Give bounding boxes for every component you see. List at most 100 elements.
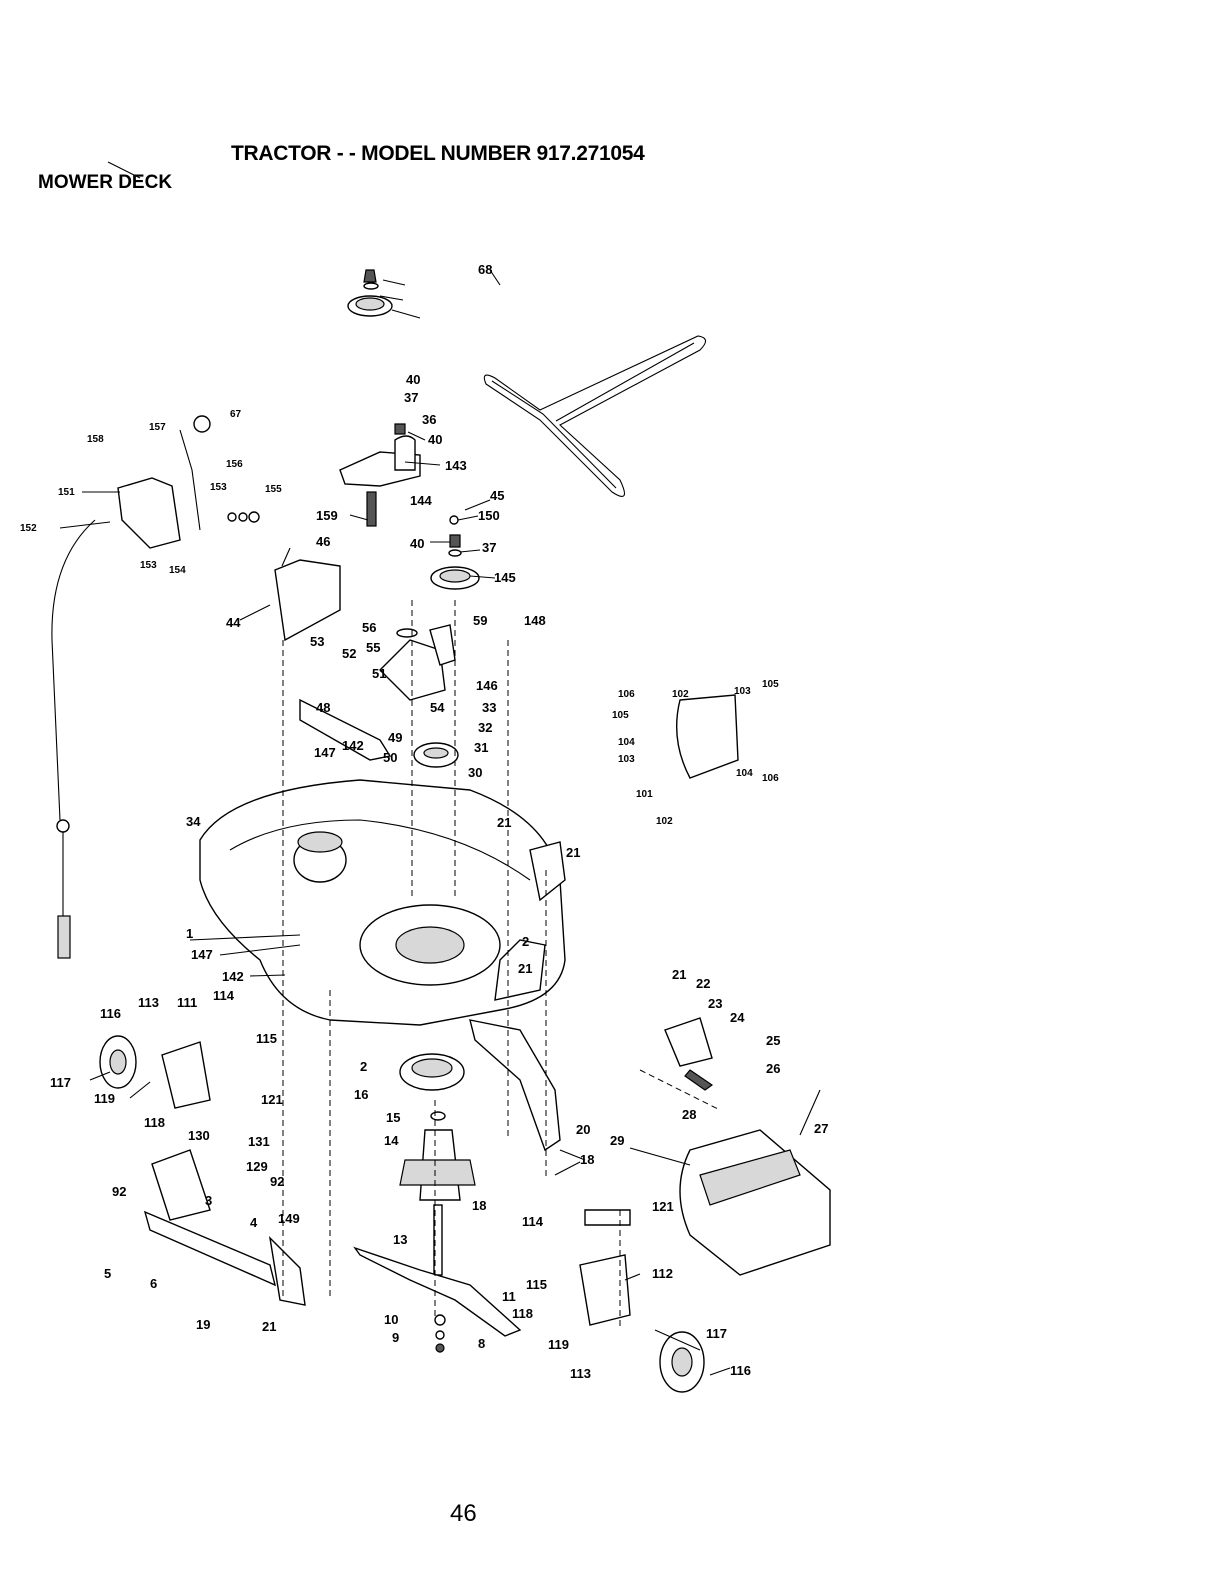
callout-54: 54 [430,700,445,715]
callout-155: 155 [265,484,282,495]
callout-116: 116 [730,1363,751,1378]
callout-52: 52 [342,646,356,661]
spindle-blade-assembly [353,1053,522,1353]
callout-16: 16 [354,1087,368,1102]
callout-50: 50 [383,750,397,765]
callout-121: 121 [652,1199,674,1214]
callout-23: 23 [708,996,722,1011]
callout-24: 24 [730,1010,745,1025]
callout-32: 32 [478,720,492,735]
callout-143: 143 [445,458,467,473]
gauge-wheel-left [99,1035,306,1306]
leader-lines [59,161,821,1376]
callout-53: 53 [310,634,324,649]
deck-hanger-arm [469,1019,561,1152]
callout-4: 4 [250,1215,258,1230]
callout-37: 37 [404,390,418,405]
callout-149: 149 [278,1211,300,1226]
callout-20: 20 [576,1122,590,1137]
callout-102: 102 [672,689,689,700]
callout-113: 113 [138,995,159,1010]
assembly-lines [282,600,721,1330]
callout-105: 105 [612,710,629,721]
callout-40: 40 [428,432,442,447]
callout-153: 153 [140,560,157,571]
callout-22: 22 [696,976,710,991]
callout-29: 29 [610,1133,624,1148]
callout-119: 119 [548,1337,569,1352]
callout-44: 44 [226,615,241,630]
discharge-chute [664,1017,831,1276]
upper-pulley-stack [339,269,480,590]
callout-152: 152 [20,523,37,534]
callout-51: 51 [372,666,386,681]
callout-2: 2 [360,1059,367,1074]
callout-105: 105 [762,679,779,690]
callout-31: 31 [474,740,488,755]
callout-142: 142 [342,738,364,753]
callout-21: 21 [566,845,580,860]
callout-45: 45 [490,488,504,503]
callout-114: 114 [522,1214,544,1229]
callout-37: 37 [482,540,496,555]
callout-68: 68 [478,262,492,277]
callout-13: 13 [393,1232,407,1247]
callout-10: 10 [384,1312,398,1327]
drive-belt [483,335,707,497]
callout-3: 3 [205,1193,212,1208]
callout-27: 27 [814,1121,828,1136]
callout-18: 18 [472,1198,486,1213]
callout-157: 157 [149,422,166,433]
callout-104: 104 [736,768,753,779]
callout-106: 106 [618,689,635,700]
callout-116: 116 [100,1006,121,1021]
callout-33: 33 [482,700,496,715]
callout-11: 11 [502,1289,516,1304]
callout-115: 115 [526,1277,547,1292]
mower-deck-shell [199,779,566,1026]
callout-150: 150 [478,508,500,523]
callout-49: 49 [388,730,402,745]
callout-40: 40 [410,536,424,551]
callout-114: 114 [213,988,235,1003]
callout-147: 147 [191,947,213,962]
callout-25: 25 [766,1033,780,1048]
callout-113: 113 [570,1366,591,1381]
gauge-wheel-right [579,1209,705,1393]
callout-104: 104 [618,737,635,748]
callout-28: 28 [682,1107,696,1122]
callout-26: 26 [766,1061,780,1076]
callout-117: 117 [50,1075,71,1090]
callout-1: 1 [186,926,193,941]
callout-121: 121 [261,1092,283,1107]
callout-156: 156 [226,459,243,470]
callout-153: 153 [210,482,227,493]
callout-102: 102 [656,816,673,827]
callout-148: 148 [524,613,546,628]
callout-103: 103 [734,686,751,697]
callout-55: 55 [366,640,380,655]
callout-119: 119 [94,1091,115,1106]
callout-158: 158 [87,434,104,445]
callout-9: 9 [392,1330,399,1345]
callout-142: 142 [222,969,244,984]
callout-40: 40 [406,372,420,387]
callout-6: 6 [150,1276,157,1291]
callout-21: 21 [497,815,511,830]
callout-151: 151 [58,487,75,498]
callout-36: 36 [422,412,436,427]
mulch-cover [676,694,739,779]
callout-21: 21 [262,1319,276,1334]
callout-59: 59 [473,613,487,628]
callout-15: 15 [386,1110,400,1125]
callout-30: 30 [468,765,482,780]
page-title: TRACTOR - - MODEL NUMBER 917.271054 [231,142,645,165]
callout-48: 48 [316,700,330,715]
callout-146: 146 [476,678,498,693]
callout-145: 145 [494,570,516,585]
lift-cable-assembly [51,415,260,959]
callout-115: 115 [256,1031,277,1046]
idler-arm-assembly [274,559,459,768]
callout-103: 103 [618,754,635,765]
